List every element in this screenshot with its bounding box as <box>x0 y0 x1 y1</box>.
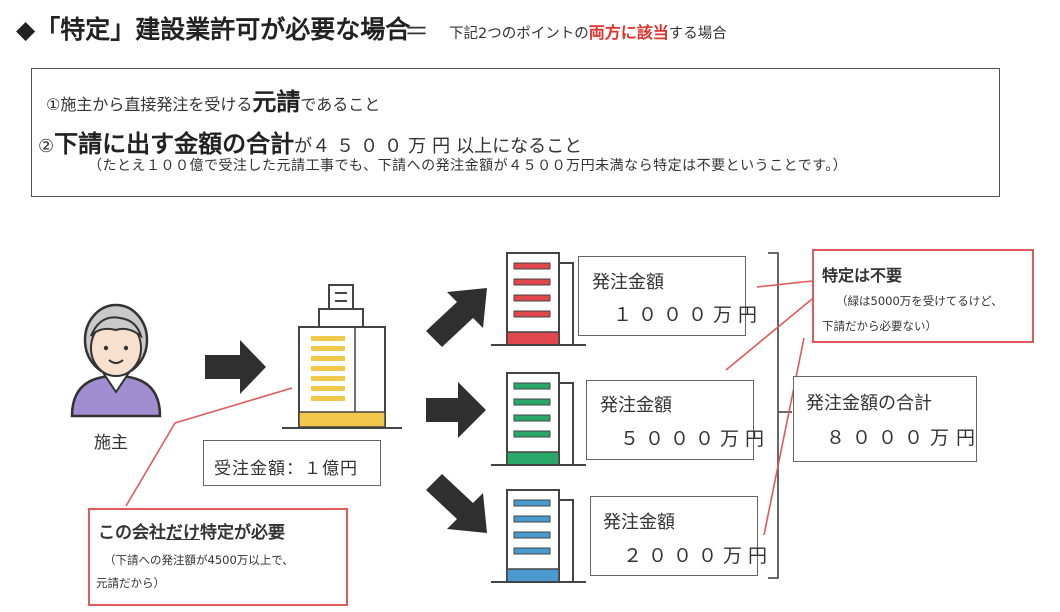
order-title: 発注金額 <box>600 395 672 416</box>
subcontractor-building-red-icon <box>491 252 586 346</box>
pointer-line-not-required <box>756 280 813 288</box>
arrow-up-right-icon <box>426 288 487 347</box>
conditions-box <box>31 68 1000 197</box>
order-amount: ５０００万円 <box>620 428 771 450</box>
subcontractor-building-blue-icon <box>491 489 586 583</box>
order-box <box>578 256 746 336</box>
condition-2-prefix: ② <box>38 136 55 157</box>
arrow-right-icon <box>205 340 266 394</box>
subtitle-highlight: 両方に該当 <box>588 23 669 42</box>
callout-not-required-title: 特定は不要 <box>822 266 903 285</box>
subtitle-prefix: 下記2つのポイントの <box>449 26 589 42</box>
condition-1-prefix: ①施主から直接発注を受ける <box>46 95 253 114</box>
condition-2: ②下請に出す金額の合計が４５００万円以上になること <box>38 124 582 159</box>
contractor-building-icon <box>282 284 402 429</box>
arrow-down-right-icon <box>426 474 487 533</box>
callout-not-required-note: 下請だから必要ない） <box>822 319 937 333</box>
callout-required-note: 元請だから） <box>96 576 165 590</box>
pointer-line-required <box>125 422 176 507</box>
order-box <box>586 380 754 460</box>
client-label: 施主 <box>94 433 128 453</box>
condition-1: ①施主から直接発注を受ける元請であること <box>46 82 380 117</box>
order-title: 発注金額 <box>592 272 664 293</box>
order-amount: １０００万円 <box>613 304 764 326</box>
callout-not-required-note: （緑は5000万を受けてるけど、 <box>836 294 1003 308</box>
condition-2-mid: が <box>294 136 313 157</box>
arrow-right-icon <box>426 382 486 438</box>
callout-required-note: （下請への発注額が4500万以上で、 <box>104 553 294 567</box>
received-amount-box <box>203 440 381 486</box>
equals-sign: ＝ <box>404 17 430 46</box>
callout-required-prefix: この会社 <box>98 523 166 543</box>
subtitle-suffix: する場合 <box>668 26 727 42</box>
total-label: 発注金額の合計 <box>806 393 932 414</box>
subcontractor-building-green-icon <box>491 372 586 466</box>
callout-required-underlined: だけ <box>166 523 200 543</box>
condition-2-suffix: 以上になること <box>456 136 583 157</box>
callout-not-required-box <box>812 249 1034 343</box>
page-title: ◆「特定」建設業許可が必要な場合 <box>16 15 411 44</box>
order-title: 発注金額 <box>603 512 675 533</box>
page-subtitle: 下記2つのポイントの両方に該当する場合 <box>449 19 727 43</box>
callout-required-box <box>88 508 348 606</box>
condition-note: （たとえ１００億で受注した元請工事でも、下請への発注金額が４５００万円未満なら特… <box>88 158 848 174</box>
callout-required-title: この会社だけ特定が必要 <box>98 518 285 543</box>
condition-2-amount: ４５００万円 <box>312 136 457 157</box>
pointer-line-not-required <box>763 337 805 536</box>
callout-required-suffix: 特定が必要 <box>200 523 285 543</box>
order-box <box>590 496 758 576</box>
condition-2-emphasis: 下請に出す金額の合計 <box>54 130 295 158</box>
condition-1-suffix: であること <box>300 95 381 114</box>
total-box <box>793 376 977 462</box>
client-person-icon <box>70 303 162 418</box>
condition-1-emphasis: 元請 <box>252 88 301 116</box>
total-amount: ８０００万円 <box>826 427 983 449</box>
pointer-line-required <box>174 387 293 424</box>
received-amount-label: 受注金額：１億円 <box>214 459 358 479</box>
order-amount: ２０００万円 <box>623 545 774 567</box>
pointer-line-not-required <box>725 298 813 371</box>
